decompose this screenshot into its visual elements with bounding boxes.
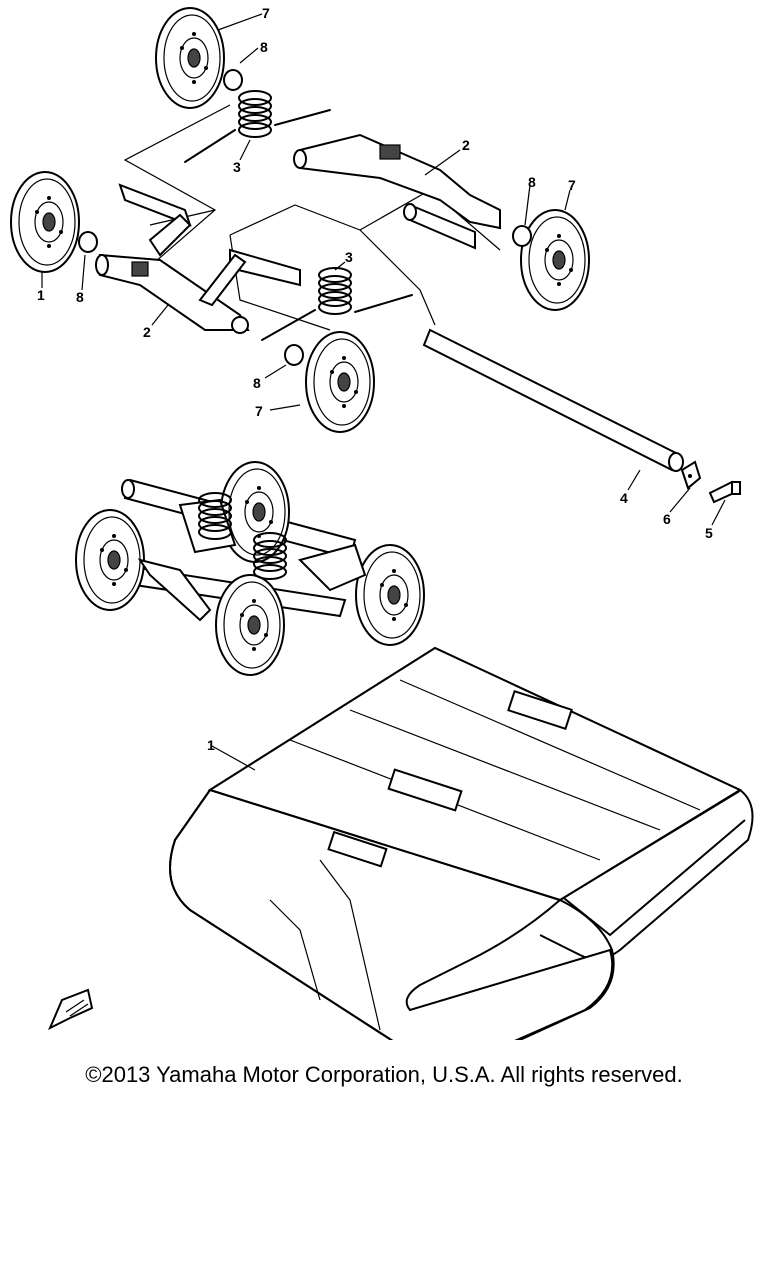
idler-wheel-icon: [215, 574, 285, 676]
callout-number: 6: [663, 511, 671, 527]
idler-wheel-icon: [75, 509, 145, 611]
idler-wheel-icon: [355, 544, 425, 646]
upper-swing-arm: [293, 133, 501, 250]
callout-number: 8: [528, 174, 536, 190]
lower-swing-arm: [95, 183, 301, 334]
callout-number: 1: [37, 287, 45, 303]
spring-icon: [238, 90, 272, 138]
exploded-suspension: [10, 7, 741, 526]
callout-number: 4: [620, 490, 628, 506]
callout-number: 8: [76, 289, 84, 305]
callout-number: 2: [143, 324, 151, 340]
front-arrow-icon: [48, 988, 94, 1031]
bushing-icon: [284, 344, 304, 366]
callout-number: 8: [253, 375, 261, 391]
callout-number: 3: [345, 249, 353, 265]
slide-rail-shaft: [422, 328, 741, 504]
callout-number: 3: [233, 159, 241, 175]
bushing-icon: [512, 225, 532, 247]
callout-number: 2: [462, 137, 470, 153]
spring-icon: [318, 267, 352, 315]
callout-number: 7: [262, 5, 270, 21]
bushing-icon: [223, 69, 243, 91]
parts-diagram: 7 8 3 2 8 7 3 1 8 2 8 7 4 6 5 1: [10, 5, 754, 1040]
callout-number: 5: [705, 525, 713, 541]
bushing-icon: [78, 231, 98, 253]
assembled-suspension: [75, 461, 425, 676]
drive-track: [169, 646, 754, 1040]
idler-wheel-icon: [305, 331, 375, 433]
callout-number: 1: [207, 737, 215, 753]
idler-wheel-icon: [10, 171, 80, 273]
callout-number: 8: [260, 39, 268, 55]
callout-number: 7: [255, 403, 263, 419]
idler-wheel-icon: [155, 7, 225, 109]
copyright-notice: ©2013 Yamaha Motor Corporation, U.S.A. A…: [85, 1062, 683, 1087]
idler-wheel-icon: [520, 209, 590, 311]
callout-number: 7: [568, 177, 576, 193]
